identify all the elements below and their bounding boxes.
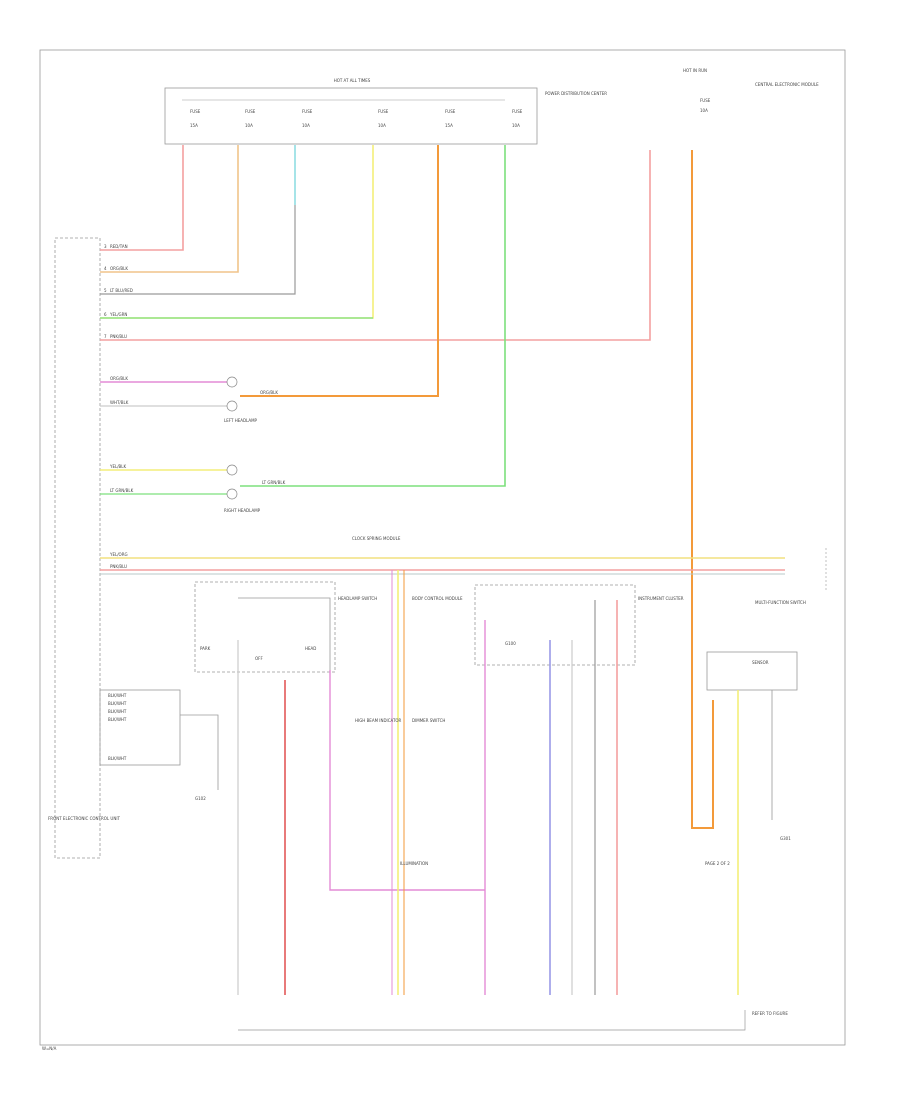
sensor-box — [706, 651, 798, 691]
fuse-1: FUSE 15A — [190, 109, 201, 128]
left-wire-num-3: 5 — [104, 288, 107, 293]
fuse-box — [164, 87, 538, 145]
left-wire-label-5: PNK/BLU — [110, 334, 127, 339]
wire-tan-2 — [100, 145, 239, 273]
svg-text:FUSE: FUSE — [378, 109, 389, 114]
fuse-4: FUSE 10A — [378, 109, 389, 128]
fuse-6: FUSE 10A — [512, 109, 523, 128]
sensor-ground: G301 — [780, 836, 791, 841]
left-headlamp-bulb-2 — [226, 400, 238, 412]
wire-green-6 — [240, 145, 506, 487]
lh-wire-2: WHT/BLK — [110, 400, 129, 405]
headlamp-switch-box — [194, 581, 336, 673]
left-wire-label-2: ORG/BLK — [110, 266, 128, 271]
central-module-label: CENTRAL ELECTRONIC MODULE — [755, 82, 819, 87]
svg-text:10A: 10A — [512, 123, 520, 128]
switch-pos-right: HEAD — [305, 646, 316, 651]
bottom-center-label: ILLUMINATION — [400, 861, 428, 866]
left-panel-row-4: BLK/WHT — [108, 717, 127, 722]
right-headlamp-label: RIGHT HEADLAMP — [224, 508, 261, 513]
left-panel-row-2: BLK/WHT — [108, 701, 127, 706]
top-right-fuse-amps: 10A — [700, 108, 708, 113]
fuse-box-title: HOT AT ALL TIMES — [334, 78, 371, 83]
fuse-5: FUSE 15A — [445, 109, 456, 128]
bus-top-label: CLOCK SPRING MODULE — [352, 536, 401, 541]
bus-label-2: PNK/BLU — [110, 564, 127, 569]
left-wire-label-3: LT BLU/RED — [110, 288, 133, 293]
svg-text:15A: 15A — [190, 123, 198, 128]
svg-text:FUSE: FUSE — [302, 109, 313, 114]
wire-pink-5 — [100, 150, 651, 341]
rh-wire-1: YEL/BLK — [109, 464, 127, 469]
center-module-label: BODY CONTROL MODULE — [412, 596, 463, 601]
wire-orange-5 — [240, 145, 439, 397]
left-wire-num-4: 6 — [104, 312, 107, 317]
left-wire-label-4: YEL/GRN — [109, 312, 127, 317]
left-panel-row-5: BLK/WHT — [108, 756, 127, 761]
bus-label-1: YEL/ORG — [109, 552, 128, 557]
fuse-box-label: POWER DISTRIBUTION CENTER — [545, 91, 607, 96]
sensor-bottom-label: PAGE 2 OF 2 — [705, 861, 730, 866]
left-headlamp-bulb-1 — [226, 376, 238, 388]
rh-wire-2: LT GRN/BLK — [110, 488, 134, 493]
svg-text:FUSE: FUSE — [245, 109, 256, 114]
svg-text:10A: 10A — [378, 123, 386, 128]
right-headlamp-bulb-1 — [226, 464, 238, 476]
sensor-label: SENSOR — [752, 660, 769, 665]
diagram-frame — [39, 49, 846, 1046]
wire-red-1 — [100, 145, 184, 251]
top-right-fuse-name: FUSE — [700, 98, 711, 103]
bottom-right-label: REFER TO FIGURE — [752, 1011, 788, 1016]
left-wire-num-5: 7 — [104, 334, 107, 339]
left-panel-row-3: BLK/WHT — [108, 709, 127, 714]
left-wire-num-1: 3 — [104, 244, 107, 249]
bus-right-label: MULTI-FUNCTION SWITCH — [755, 600, 806, 605]
left-panel-row-1: BLK/WHT — [108, 693, 127, 698]
lower-right-module-label: DIMMER SWITCH — [412, 718, 445, 723]
lh-wire-1: ORG/BLK — [110, 376, 128, 381]
instrument-cluster-box — [474, 584, 636, 666]
headlamp-switch-label: HEADLAMP SWITCH — [338, 596, 377, 601]
left-wire-label-1: RED/TAN — [110, 244, 128, 249]
rh-wire-3: LT GRN/BLK — [262, 480, 286, 485]
wire-yellow-4 — [100, 145, 374, 319]
right-headlamp-bulb-2 — [226, 488, 238, 500]
left-wire-num-2: 4 — [104, 266, 107, 271]
wire-orange-run — [691, 150, 714, 829]
svg-text:10A: 10A — [302, 123, 310, 128]
bottom-bracket — [238, 1010, 746, 1031]
left-panel-ground: G102 — [195, 796, 206, 801]
corner-label: W=N/A — [42, 1046, 57, 1051]
left-headlamp-label: LEFT HEADLAMP — [224, 418, 258, 423]
lh-wire-3: ORG/BLK — [260, 390, 278, 395]
left-panel-ground-wire — [180, 714, 219, 790]
svg-text:15A: 15A — [445, 123, 453, 128]
left-panel-connector — [99, 689, 181, 766]
ic-ground-label: G100 — [505, 641, 516, 646]
instrument-cluster-label: INSTRUMENT CLUSTER — [638, 596, 684, 601]
front-ecu-label: FRONT ELECTRONIC CONTROL UNIT — [48, 816, 121, 821]
fuse-3: FUSE 10A — [302, 109, 313, 128]
switch-center-label: OFF — [255, 656, 263, 661]
svg-text:FUSE: FUSE — [190, 109, 201, 114]
svg-text:10A: 10A — [245, 123, 253, 128]
svg-text:FUSE: FUSE — [445, 109, 456, 114]
fuse-2: FUSE 10A — [245, 109, 256, 128]
wire-magenta-sw — [329, 670, 485, 891]
wire-gray-3 — [100, 205, 296, 295]
svg-text:FUSE: FUSE — [512, 109, 523, 114]
left-connector-block — [54, 237, 101, 859]
lower-left-module-label: HIGH BEAM INDICATOR — [355, 718, 402, 723]
switch-pos-left: PARK — [200, 646, 211, 651]
switch-bar — [238, 597, 331, 670]
hot-in-run-label: HOT IN RUN — [683, 68, 707, 73]
